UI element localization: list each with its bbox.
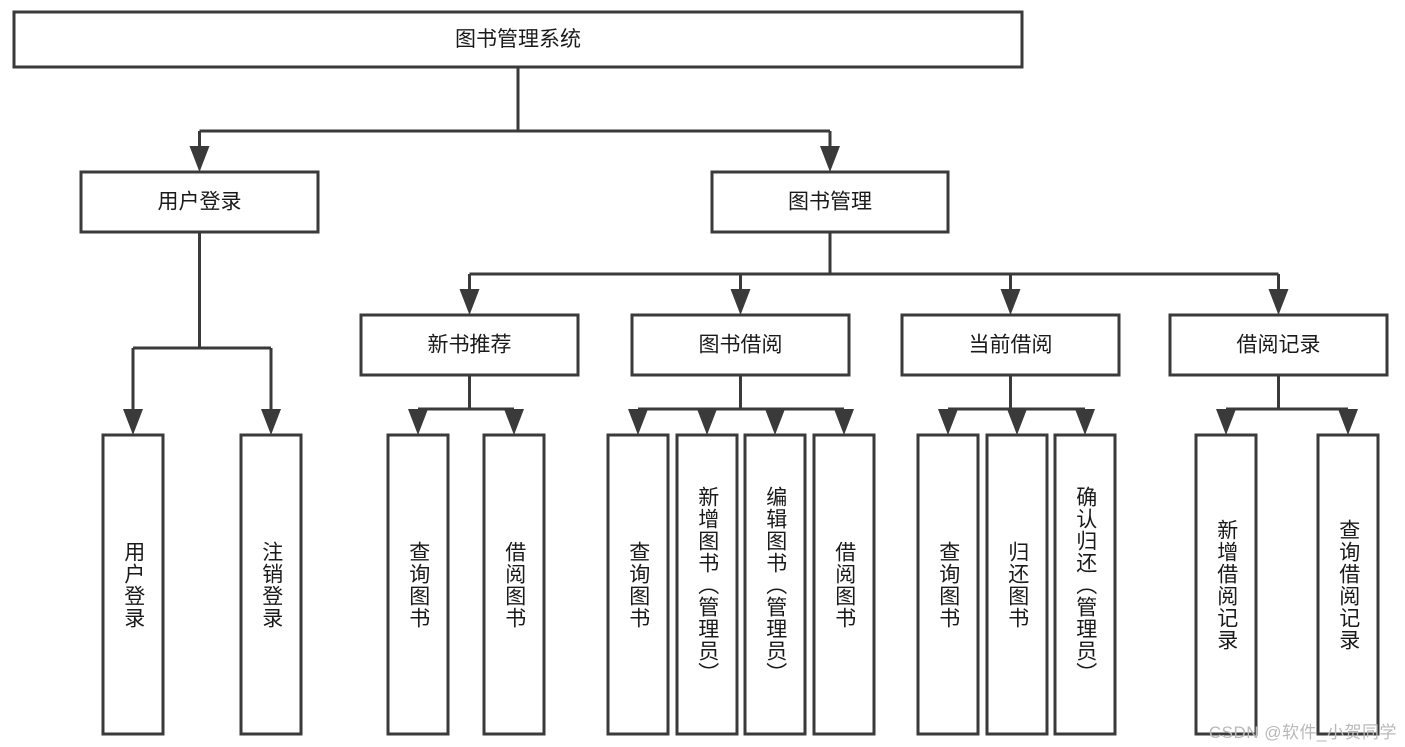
node-label-l2-1-node-c3: 借阅记录 — [1237, 334, 1321, 357]
node-box-l2-0-node-c0[interactable] — [101, 433, 165, 736]
node-box-l2-0-node-c1[interactable] — [239, 433, 303, 736]
node-label-l2-1-node-c0: 新书推荐 — [428, 334, 512, 357]
leaf-box-l2-1-node-c1-3[interactable] — [812, 433, 876, 736]
leaf-box-l2-1-node-c1-2[interactable] — [743, 433, 807, 736]
leaf-box-l2-1-node-c3-0[interactable] — [1194, 433, 1258, 736]
arrow-head-l2-1-node-c1-2 — [765, 409, 785, 435]
node-label-l2-1-node-c2: 当前借阅 — [969, 334, 1053, 357]
arrow-head-l2-1-node-c2-1 — [1007, 409, 1027, 435]
node-label-l2-0-node: 用户登录 — [158, 191, 242, 214]
node-box-l2-1-node-c2[interactable] — [900, 313, 1121, 377]
connectors-layer — [123, 67, 1358, 435]
arrow-head-l2-1-node-1 — [730, 289, 751, 315]
arrow-head-l2-1-node-c2-2 — [1075, 409, 1095, 435]
arrow-head-root-0 — [189, 146, 210, 172]
arrow-head-l2-1-node-0 — [459, 289, 480, 315]
watermark-credit: CSDN @软件_小贺同学 — [1208, 723, 1397, 742]
node-boxes-layer — [12, 10, 1389, 736]
node-label-l2-1-node-c1: 图书借阅 — [699, 334, 783, 357]
arrow-head-l2-1-node-c0-0 — [408, 409, 428, 435]
leaf-box-l2-1-node-c2-2[interactable] — [1053, 433, 1117, 736]
node-label-l2-1-node: 图书管理 — [788, 191, 872, 214]
node-box-l2-1-node-c3[interactable] — [1168, 313, 1389, 377]
node-root-box[interactable] — [12, 10, 1024, 69]
node-box-l2-1-node-c1[interactable] — [630, 313, 851, 377]
leaf-box-l2-1-node-c3-1[interactable] — [1316, 433, 1380, 736]
arrow-head-l2-0-node-0 — [123, 409, 143, 435]
arrow-head-l2-1-node-2 — [1000, 289, 1021, 315]
arrow-head-l2-1-node-c2-0 — [938, 409, 958, 435]
arrow-head-l2-1-node-c1-1 — [697, 409, 717, 435]
leaf-box-l2-1-node-c1-0[interactable] — [606, 433, 670, 736]
arrow-head-root-1 — [820, 146, 840, 172]
node-box-l2-1-node-c0[interactable] — [359, 313, 580, 377]
node-root-label: 图书管理系统 — [455, 28, 581, 51]
arrow-head-l2-1-node-c0-1 — [504, 409, 524, 435]
leaf-box-l2-1-node-c2-1[interactable] — [985, 433, 1049, 736]
arrow-head-l2-1-node-c3-1 — [1338, 409, 1358, 435]
node-box-l2-1-node[interactable] — [710, 170, 950, 234]
node-box-l2-0-node[interactable] — [79, 170, 320, 234]
arrow-head-l2-1-node-c1-3 — [834, 409, 854, 435]
arrow-head-l2-1-node-c3-0 — [1216, 409, 1236, 435]
leaf-box-l2-1-node-c0-0[interactable] — [386, 433, 450, 736]
leaf-box-l2-1-node-c0-1[interactable] — [482, 433, 546, 736]
leaf-box-l2-1-node-c2-0[interactable] — [916, 433, 980, 736]
arrow-head-l2-0-node-1 — [261, 409, 281, 435]
arrow-head-l2-1-node-c1-0 — [628, 409, 648, 435]
leaf-box-l2-1-node-c1-1[interactable] — [675, 433, 739, 736]
arrow-head-l2-1-node-3 — [1268, 289, 1289, 315]
